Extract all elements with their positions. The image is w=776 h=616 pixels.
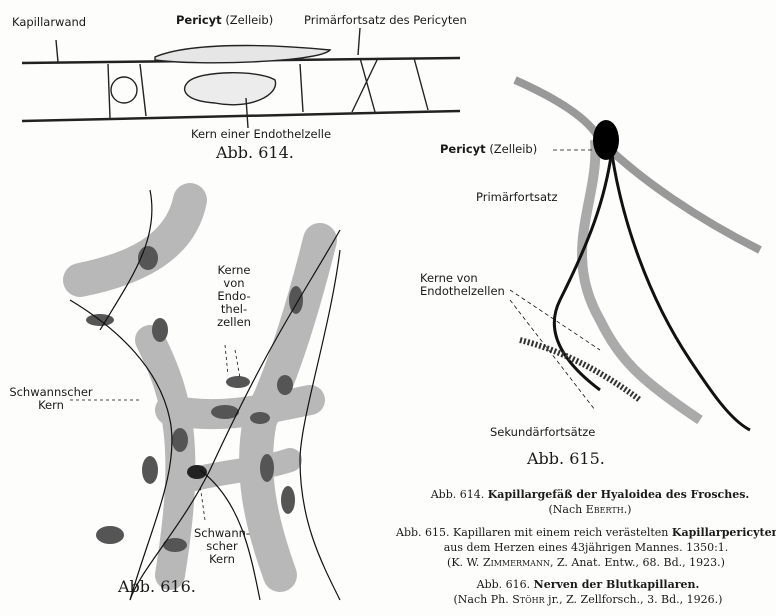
caption-615: Abb. 615. Kapillaren mit einem reich ver… [396,526,776,539]
label-line: Endothelzellen [420,284,505,298]
caption-text: (K. W. [447,556,483,569]
label-line: thel- [220,302,248,316]
label-line: Kern [38,398,64,412]
label-line: Schwann- [193,526,251,540]
caption-615-line2: aus dem Herzen eines 43jährigen Mannes. … [443,541,729,554]
caption-title: Kapillarpericyten [671,526,776,539]
label-pericyte-614: Pericyt (Zelleib) [176,14,273,27]
caption-616-source: (Nach Ph. Stöhr jr., Z. Zellforsch., 3. … [400,593,776,606]
label-line: scher [206,539,238,553]
label-kapillarwand: Kapillarwand [12,15,87,29]
label-pericyte-bold: Pericyt [440,142,486,156]
label-line: von [223,276,245,290]
caption-614-source: (Nach Eberth.) [410,503,770,516]
caption-616: Abb. 616. Nerven der Blutkapillaren. [400,578,776,591]
caption-614: Abb. 614. Kapillargefäß der Hyaloidea de… [410,488,770,501]
caption-text: .) [623,503,632,516]
figure-616-title: Abb. 616. [118,577,196,596]
label-endothelial-nuclei-616: Kerne von Endo- thel- zellen [212,264,256,329]
caption-title: Nerven der Blutkapillaren. [533,578,700,591]
label-pericyte-rest: (Zelleib) [489,142,538,156]
label-endothelial-nucleus: Kern einer Endothelzelle [191,127,332,141]
label-line: Endo- [217,289,251,303]
label-secondary-processes: Sekundärfortsätze [490,425,596,439]
caption-text: (Nach Ph. [453,593,513,606]
caption-text: (Nach [548,503,586,516]
caption-prefix: Abb. 615. Kapillaren mit einem reich ver… [396,526,669,539]
label-primary-process-615: Primärfortsatz [476,190,558,204]
caption-prefix: Abb. 614. [430,488,485,501]
label-line: Kerne [217,263,251,277]
label-line: Kerne von [420,271,478,285]
label-line: zellen [217,315,251,329]
caption-author: Stöhr [512,593,545,606]
caption-author: Zimmermann [482,556,550,569]
label-schwann-nucleus-bottom: Schwann- scher Kern [192,527,252,566]
caption-prefix: Abb. 616. [476,578,531,591]
caption-title: Kapillargefäß der Hyaloidea des Frosches… [487,488,750,501]
label-line: Schwannscher [9,385,93,399]
label-line: Kern [209,552,235,566]
caption-615-source: (K. W. Zimmermann, Z. Anat. Entw., 68. B… [396,556,776,569]
caption-author: Eberth [585,503,624,516]
caption-text: jr., Z. Zellforsch., 3. Bd., 1926.) [544,593,723,606]
label-pericyte-bold: Pericyt [176,13,222,27]
label-primary-process-614: Primärfortsatz des Pericyten [304,13,467,27]
label-pericyte-615: Pericyt (Zelleib) [440,143,537,156]
label-pericyte-rest: (Zelleib) [225,13,274,27]
caption-text: , Z. Anat. Entw., 68. Bd., 1923.) [549,556,725,569]
figure-614-title: Abb. 614. [216,143,294,162]
figure-615-title: Abb. 615. [527,449,605,468]
